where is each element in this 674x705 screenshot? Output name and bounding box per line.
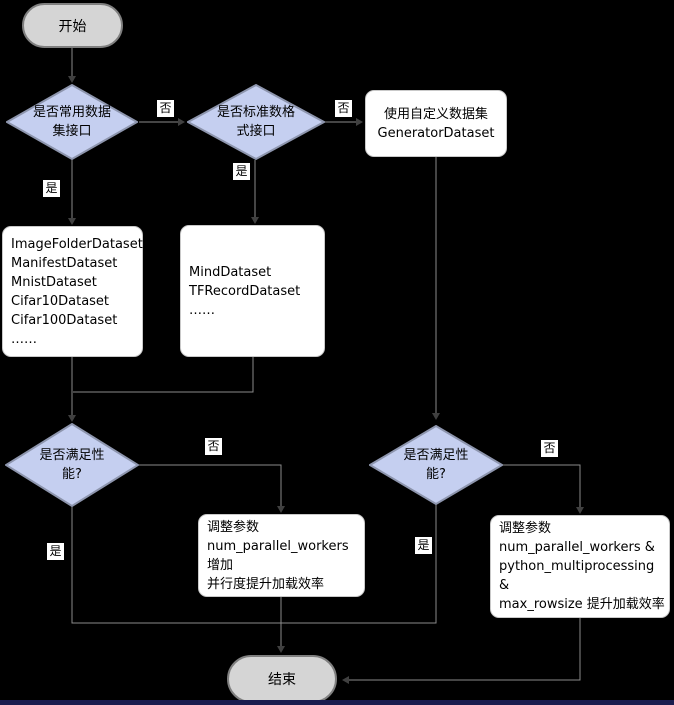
common-dataset-item: Cifar10Dataset xyxy=(11,293,110,309)
node-tune-params-left: 调整参数 num_parallel_workers 增加 并行度提升加载效率 xyxy=(198,514,365,597)
standard-dataset-item: …… xyxy=(189,302,215,318)
edge-label-yes-perf-left: 是 xyxy=(47,543,64,560)
standard-dataset-item: MindDataset xyxy=(189,264,272,280)
arrowheads xyxy=(68,76,584,684)
decision-common-line1: 是否常用数据 xyxy=(32,105,111,120)
end-label: 结束 xyxy=(268,672,296,688)
tune-left-line: num_parallel_workers 增加 xyxy=(207,538,349,573)
decision-perf-right-line1: 是否满足性 xyxy=(403,448,469,463)
start-label: 开始 xyxy=(58,18,87,35)
edge-label-no-perf-left: 否 xyxy=(205,438,222,455)
edge-label-no-standard: 否 xyxy=(335,100,352,117)
common-dataset-item: ImageFolderDataset xyxy=(11,236,143,252)
decision-common-line2: 集接口 xyxy=(52,124,92,139)
decision-perf-right-line2: 能? xyxy=(426,467,446,482)
node-end: 结束 xyxy=(227,655,337,703)
node-decision-common-dataset: 是否常用数据 集接口 xyxy=(6,84,138,160)
node-common-dataset-list: ImageFolderDataset ManifestDataset Mnist… xyxy=(2,226,143,357)
edge-label-no-common: 否 xyxy=(157,100,174,117)
decision-diamond-shape xyxy=(6,84,138,160)
edge-label-no-perf-right: 否 xyxy=(541,440,558,457)
edge-label-yes-perf-right: 是 xyxy=(415,537,432,554)
node-decision-performance-left: 是否满足性 能? xyxy=(5,423,139,507)
node-start: 开始 xyxy=(22,3,123,48)
node-generator-dataset: 使用自定义数据集 GeneratorDataset xyxy=(365,90,507,157)
decision-standard-line1: 是否标准数格 xyxy=(216,105,295,120)
decision-perf-left-line1: 是否满足性 xyxy=(39,448,105,463)
node-decision-standard-format: 是否标准数格 式接口 xyxy=(187,84,325,160)
tune-right-line: num_parallel_workers & xyxy=(499,540,655,555)
tune-left-line: 并行度提升加载效率 xyxy=(207,576,325,592)
decision-diamond-shape xyxy=(187,84,325,160)
decision-diamond-shape xyxy=(5,423,139,507)
generator-line1: 使用自定义数据集 xyxy=(383,106,488,122)
tune-right-line: python_multiprocessing & xyxy=(499,559,655,593)
node-tune-params-right: 调整参数 num_parallel_workers & python_multi… xyxy=(490,515,670,618)
tune-left-line: 调整参数 xyxy=(207,519,260,535)
tune-right-line: max_rowsize 提升加载效率 xyxy=(499,597,665,612)
common-dataset-item: Cifar100Dataset xyxy=(11,312,118,328)
common-dataset-item: ManifestDataset xyxy=(11,255,118,271)
decision-standard-line2: 式接口 xyxy=(236,124,276,139)
common-dataset-item: MnistDataset xyxy=(11,274,97,290)
bottom-bar xyxy=(0,700,674,705)
decision-diamond-shape xyxy=(369,425,503,505)
node-decision-performance-right: 是否满足性 能? xyxy=(369,425,503,505)
standard-dataset-item: TFRecordDataset xyxy=(189,283,301,299)
node-standard-dataset-list: MindDataset TFRecordDataset …… xyxy=(180,225,325,357)
common-dataset-item: …… xyxy=(11,331,37,347)
edge-label-yes-common: 是 xyxy=(43,180,60,197)
tune-right-line: 调整参数 xyxy=(499,521,552,536)
edge-label-yes-standard: 是 xyxy=(233,163,250,180)
decision-perf-left-line2: 能? xyxy=(62,467,82,482)
generator-line2: GeneratorDataset xyxy=(377,125,495,141)
